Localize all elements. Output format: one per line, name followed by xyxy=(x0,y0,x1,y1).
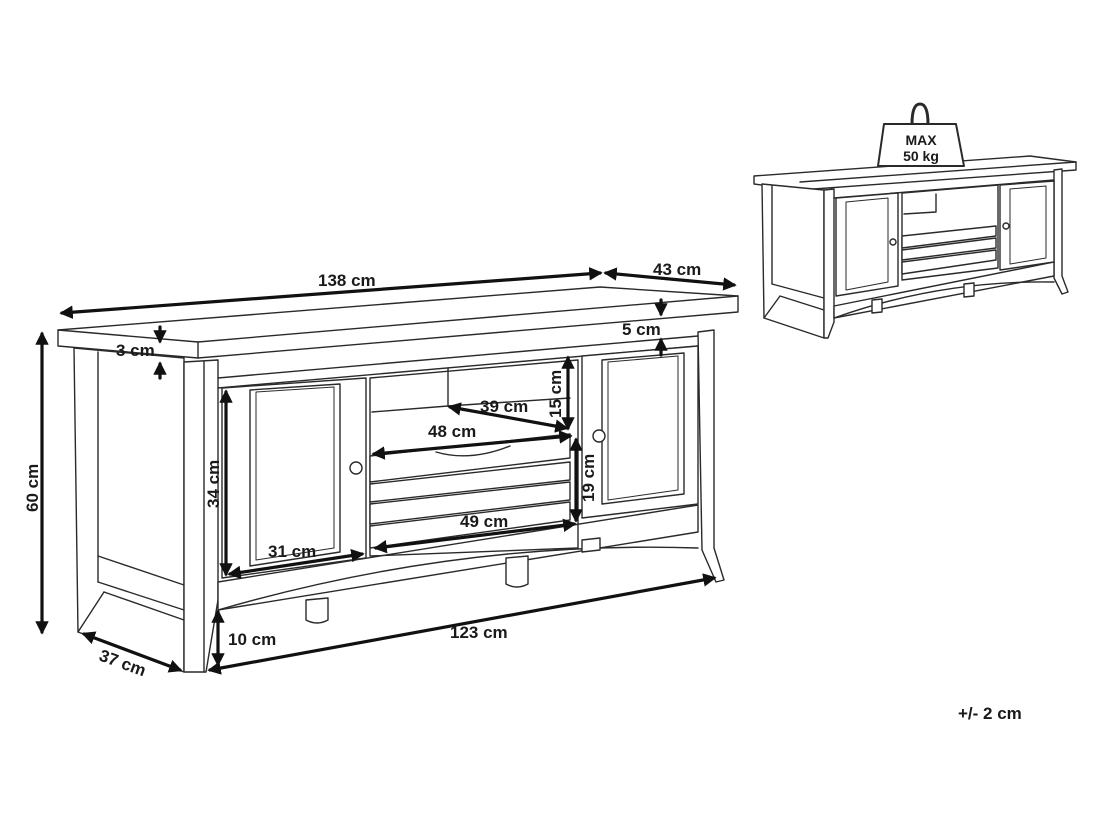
label-open-shelf-height: 15 cm xyxy=(546,370,565,418)
label-height-total: 60 cm xyxy=(23,464,42,512)
label-inner-width: 123 cm xyxy=(450,623,508,642)
label-open-shelf-depth: 39 cm xyxy=(480,397,528,416)
weight-value-label: 50 kg xyxy=(903,148,939,164)
load-capacity-illustration: MAX 50 kg xyxy=(753,102,1077,339)
label-drawer-top-width: 48 cm xyxy=(428,422,476,441)
label-width-total: 138 cm xyxy=(318,271,376,290)
label-door-height: 34 cm xyxy=(204,460,223,508)
dimension-lines xyxy=(35,267,737,675)
label-depth-total: 43 cm xyxy=(653,260,701,279)
tolerance-note: +/- 2 cm xyxy=(958,704,1022,723)
main-furniture-drawing xyxy=(57,286,739,673)
label-drawer-bottom-width: 49 cm xyxy=(460,512,508,531)
label-leg-height: 10 cm xyxy=(228,630,276,649)
dimension-labels: 138 cm 43 cm 3 cm 5 cm 60 cm 34 cm 31 cm… xyxy=(23,260,701,680)
label-drawer-height: 19 cm xyxy=(579,454,598,502)
weight-icon: MAX 50 kg xyxy=(877,102,965,167)
label-door-width: 31 cm xyxy=(268,542,316,561)
weight-max-label: MAX xyxy=(905,132,937,148)
label-top-thickness-right: 5 cm xyxy=(622,320,661,339)
label-top-thickness-left: 3 cm xyxy=(116,341,155,360)
